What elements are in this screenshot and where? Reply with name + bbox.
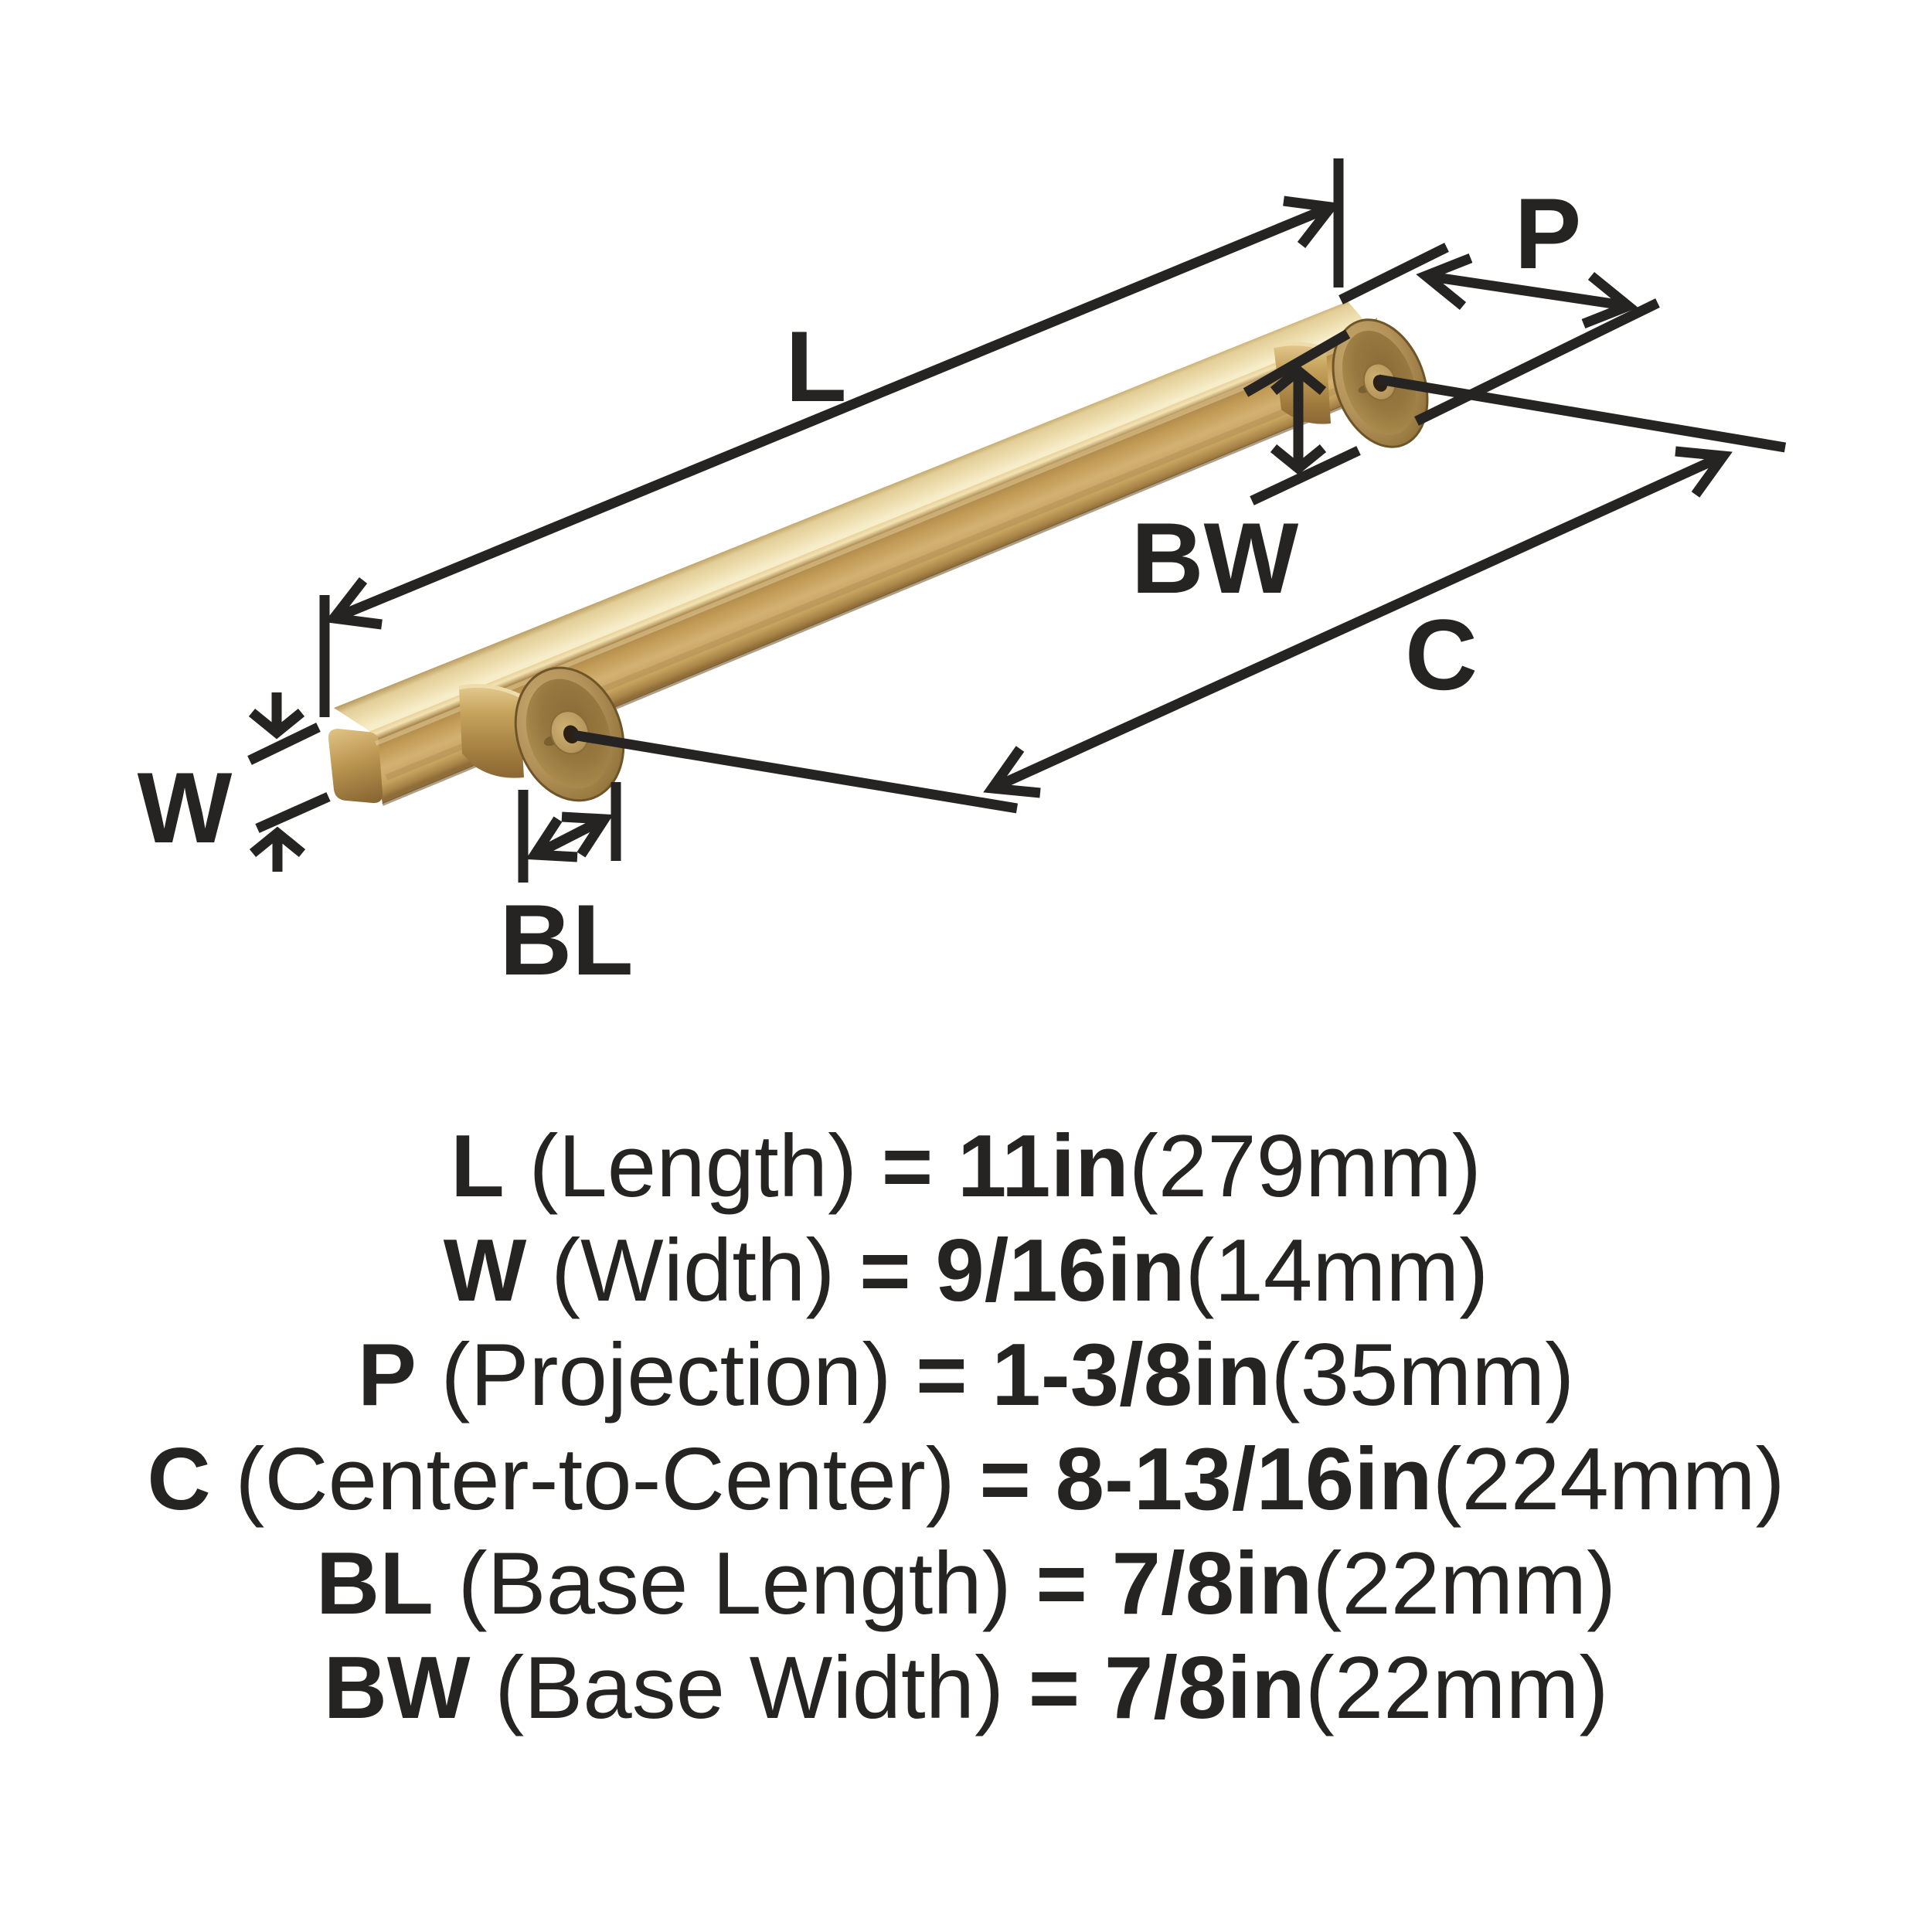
projection-arrowhead-left [1416,253,1473,311]
length-dimension-line [332,202,1333,624]
bar-top-edge-highlight [369,321,1369,732]
spec-equals: = [916,1326,968,1424]
width-arrowhead-down [248,708,305,740]
label-length: L [785,310,846,423]
base-length-arrowhead-right [561,811,614,858]
dim-projection [1338,243,1660,426]
spec-metric: (14mm) [1185,1222,1489,1320]
spec-metric: (279mm) [1129,1117,1481,1216]
base-width-arrowhead-down [1270,444,1327,475]
dim-base-length [518,782,621,883]
width-extension-tick-bottom [255,792,331,833]
length-arrowhead-right [1283,196,1341,248]
dim-center-to-center [571,374,1787,814]
spec-value: 8-13/16in [1056,1430,1433,1529]
spec-name: (Base Length) [458,1535,1012,1633]
left-rosette-neck [459,685,524,778]
center-dimension-line [990,451,1726,793]
handle-bar [328,301,1377,806]
dim-width [247,692,331,872]
spec-name: (Projection) [441,1326,892,1424]
dim-base-width [1243,329,1361,505]
spec-value: 11in [957,1117,1129,1216]
label-base-width: BW [1131,502,1299,614]
label-base-length: BL [499,883,633,996]
label-center-to-center: C [1405,598,1478,711]
spec-line-base-length: BL (Base Length) = 7/8in(22mm) [316,1535,1616,1633]
spec-name: (Width) [551,1222,835,1320]
spec-name: (Base Width) [495,1639,1004,1737]
center-arrowhead-right [1675,446,1733,498]
spec-symbol: BL [316,1535,434,1633]
bar-left-end-cap [328,729,383,804]
spec-value: 7/8in [1112,1535,1313,1633]
spec-metric: (22mm) [1305,1639,1609,1737]
spec-value: 1-3/8in [992,1326,1270,1424]
spec-equals: = [1036,1535,1087,1633]
spec-symbol: P [358,1326,417,1424]
projection-arrowhead-right [1581,271,1638,329]
spec-metric: (224mm) [1433,1430,1785,1529]
base-length-arrowhead-left [526,816,578,862]
spec-list: L (Length) = 11in(279mm) W (Width) = 9/1… [147,1117,1784,1737]
spec-metric: (35mm) [1271,1326,1575,1424]
label-width: W [138,751,233,864]
spec-line-width: W (Width) = 9/16in(14mm) [444,1222,1488,1320]
spec-name: (Length) [529,1117,857,1216]
spec-value: 9/16in [935,1222,1185,1320]
spec-equals: = [859,1222,911,1320]
width-arrowhead-up [249,826,306,858]
spec-metric: (22mm) [1312,1535,1616,1633]
base-width-extension-tick-bottom [1250,446,1361,505]
length-arrowhead-left [324,577,383,630]
dim-length [319,158,1344,717]
spec-line-base-width: BW (Base Width) = 7/8in(22mm) [324,1639,1609,1737]
base-width-extension-tick-top [1243,329,1351,397]
spec-name: (Center-to-Center) [235,1430,954,1529]
spec-line-length: L (Length) = 11in(279mm) [451,1117,1481,1216]
width-extension-tick-top [247,723,321,765]
bar-front-face [369,325,1368,804]
projection-extension-tick-right [1414,298,1660,426]
center-leader-right [1377,374,1787,453]
spec-symbol: L [451,1117,505,1216]
projection-dimension-line [1425,270,1629,311]
spec-value: 7/8in [1104,1639,1305,1737]
base-length-arrow-shaft [532,815,607,859]
spec-line-projection: P (Projection) = 1-3/8in(35mm) [358,1326,1574,1424]
base-width-arrowhead-up [1270,364,1327,396]
left-rosette-neck-seam [458,684,521,698]
center-arrowhead-left [983,746,1041,798]
dimension-annotations [247,158,1787,883]
spec-symbol: W [444,1222,527,1320]
spec-equals: = [1029,1639,1080,1737]
bar-top-face [334,301,1368,731]
spec-line-center-to-center: C (Center-to-Center) = 8-13/16in(224mm) [147,1430,1784,1529]
label-projection: P [1515,177,1582,290]
projection-extension-tick-left [1338,243,1449,304]
spec-symbol: C [147,1430,210,1529]
center-leader-left [571,730,1019,814]
spec-equals: = [979,1430,1031,1529]
spec-symbol: BW [324,1639,471,1737]
spec-equals: = [882,1117,934,1216]
